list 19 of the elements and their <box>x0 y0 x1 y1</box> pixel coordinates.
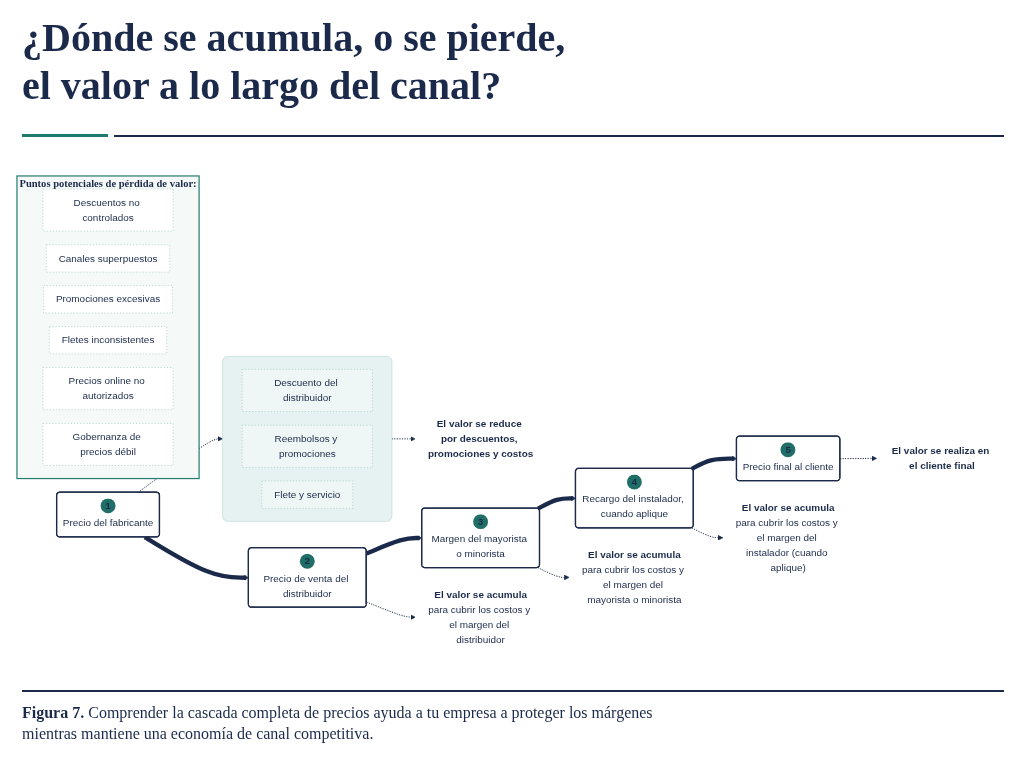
arrow <box>537 496 576 511</box>
node-text: El valor se acumula para cubrir los costos y el margen del instalador (cuando aplique) <box>735 502 838 573</box>
node-box: Canales superpuestos <box>45 244 171 273</box>
node-box: Flete y servicio <box>261 481 354 510</box>
node-text: El valor se reduce por descuentos, promociones y costos <box>427 418 534 460</box>
node-box: Descuentos no controlados <box>42 189 174 232</box>
node-box: Fletes inconsistentes <box>49 326 168 355</box>
node-box: Precios online no autorizados <box>42 367 174 411</box>
node-box: Gobernanza de precios débil <box>42 423 174 467</box>
cluster <box>222 356 393 523</box>
node-text: El valor se acumula para cubrir los costos y el margen del distribuidor <box>428 589 531 645</box>
node-box: Reembolsos y promociones <box>241 425 373 469</box>
node-text: El valor se acumula para cubrir los costos y el margen del mayorista o minorista <box>581 550 684 606</box>
node-box: Promociones excesivas <box>43 285 173 314</box>
node-text: El valor se realiza en el cliente final <box>891 445 990 472</box>
arrow <box>690 456 737 472</box>
node-box: Descuento del distribuidor <box>241 369 373 413</box>
figure-caption: Figura 7. Comprender la cascada completa de precios ayuda a tu empresa a proteger los márgenes mientras mantiene una economía de canal competitiva. <box>22 703 654 744</box>
diagram-title: ¿Dónde se acumula, o se pierde, el valor a lo largo del canal? <box>22 14 567 110</box>
